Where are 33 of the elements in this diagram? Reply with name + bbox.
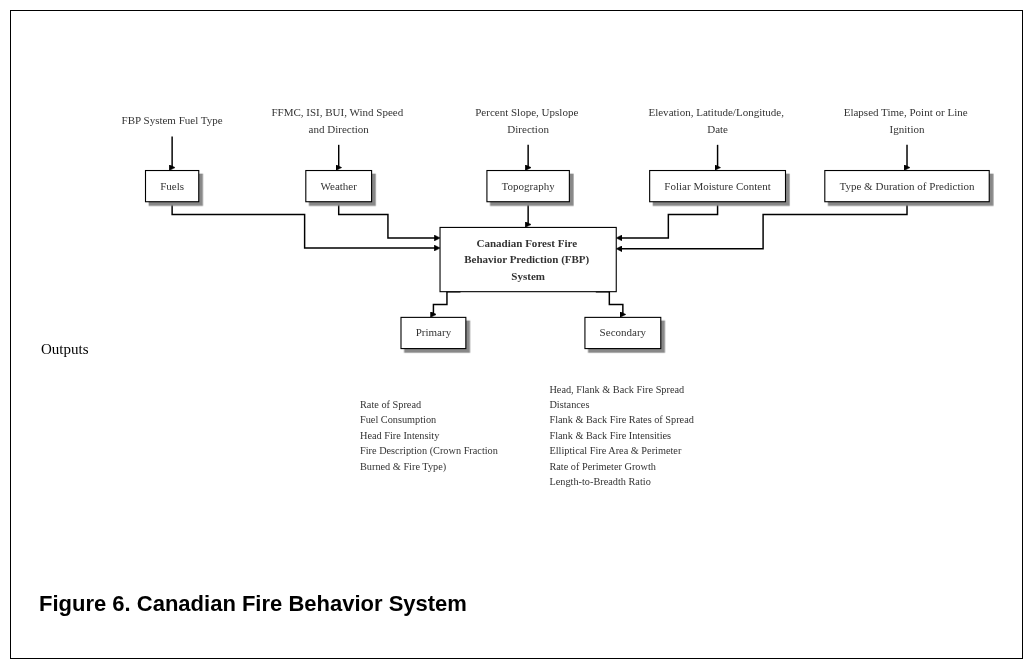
arrow [903,144,911,171]
node-label: Rate of Spread [360,399,422,411]
arrow [337,201,441,242]
node-box: Weather [305,169,373,203]
node-box: Fuels [144,169,200,203]
node-text: FBP System Fuel Type [121,114,223,127]
node-label: Fire Description (Crown Fraction Burned & Fire Type) [360,445,498,472]
node-box: Canadian Forest Fire Behavior Prediction (FBP) System [439,226,617,293]
node-box: Type & Duration of Prediction [824,169,990,203]
node-box: Primary [400,316,467,350]
arrow [524,201,532,228]
node-box: Secondary [584,316,662,350]
arrow [524,144,532,171]
node-label: Fuel Consumption [360,414,437,426]
node-box: Topography [486,169,570,203]
arrow [335,144,342,171]
arrow [168,135,176,171]
node-label: Elliptical Fire Area & Perimeter [549,445,682,457]
node-text: Elevation, Latitude/Longitude, Date [648,106,784,135]
node-label: Flank & Back Fire Rates of Spread [549,414,694,426]
node-label: Flank & Back Fire Intensities [549,430,672,442]
node-text: Percent Slope, Upslope Direction [475,106,579,135]
side-label: Outputs [41,341,89,358]
node-text: FFMC, ISI, BUI, Wind Speed and Direction [271,106,404,135]
node-label: Head, Flank & Back Fire Spread Distances [549,383,685,411]
node-label: Head Fire Intensity [360,430,440,442]
arrow [171,201,441,252]
figure-caption: Figure 6. Canadian Fire Behavior System [39,591,467,617]
node-label: Length-to-Breadth Ratio [549,476,651,488]
node-label: Rate of Perimeter Growth [549,460,656,472]
node-box: Foliar Moisture Content [649,169,787,203]
arrow [714,144,721,171]
node-text: Elapsed Time, Point or Line Ignition [843,106,968,135]
